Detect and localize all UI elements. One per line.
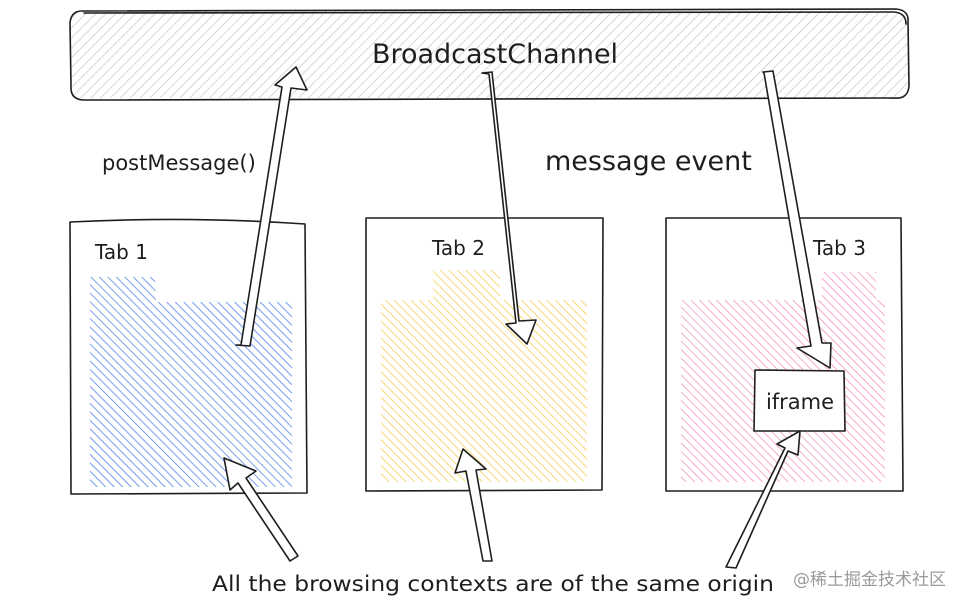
post-message-label: postMessage() [102, 151, 256, 175]
iframe-label: iframe [766, 390, 834, 414]
caption-to-iframe-arrow [725, 430, 801, 569]
broadcast-channel-bar: BroadcastChannel [69, 8, 910, 101]
caption-to-tab2-arrow [454, 448, 493, 562]
message-event-label: message event [545, 146, 752, 177]
tab-3-label: Tab 3 [812, 236, 866, 260]
tab-1-window: Tab 1 [69, 218, 308, 495]
tab-2-window: Tab 2 [365, 217, 604, 492]
watermark: @稀土掘金技术社区 [793, 570, 946, 590]
same-origin-caption: All the browsing contexts are of the sam… [212, 572, 774, 596]
iframe-box: iframe [753, 369, 846, 432]
channel-to-tab3-arrow [762, 70, 832, 369]
tab-1-label: Tab 1 [94, 240, 148, 264]
tab-2-label: Tab 2 [431, 236, 485, 260]
broadcast-channel-label: BroadcastChannel [372, 39, 618, 70]
tab1-to-channel-arrow [235, 66, 308, 347]
caption-to-tab1-arrow [223, 457, 299, 562]
channel-to-tab2-arrow [481, 71, 537, 345]
